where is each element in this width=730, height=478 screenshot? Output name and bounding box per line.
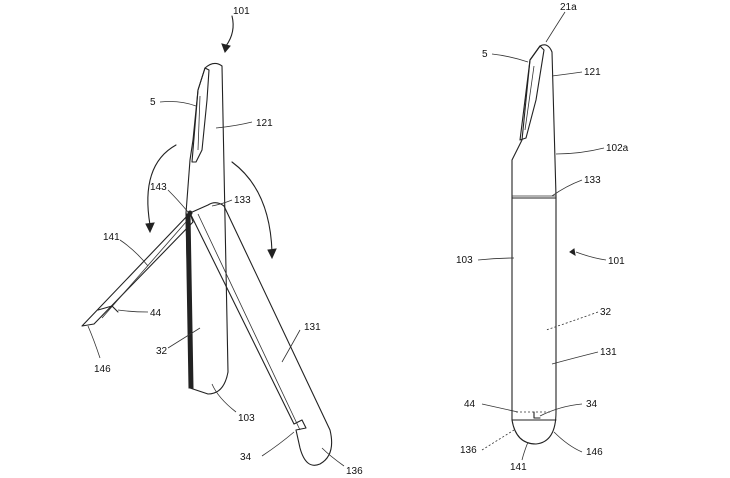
leader-r131 [551,351,599,365]
label-141: 141 [103,232,120,243]
leader-r103 [477,257,515,261]
left-kickstand-inner [101,221,187,319]
right-grip-strip-5 [519,45,545,141]
right-figure: 21a 5 121 102a 133 103 101 32 131 44 34 … [456,2,629,473]
left-arrow-kickstand [147,144,177,226]
leader-r141 [521,441,529,461]
leader-133 [211,199,233,207]
leader-146 [87,325,101,359]
label-r136: 136 [460,445,477,456]
leader-r101 [575,251,607,261]
leader-143 [167,189,189,213]
right-notch-34 [533,411,541,419]
label-r32: 32 [600,307,612,318]
label-r121: 121 [584,67,601,78]
leader-r5 [491,53,529,63]
leader-r44 [481,403,519,413]
label-143: 143 [150,182,167,193]
label-103: 103 [238,413,255,424]
leader-r21a [545,11,566,43]
leader-141 [119,239,149,267]
leader-r102a [555,147,605,155]
label-r101: 101 [608,256,625,267]
label-r21a: 21a [560,2,577,13]
left-grip-strip-5 [191,67,210,163]
left-body-edge [185,213,194,389]
label-121: 121 [256,118,273,129]
left-rear-leg-131 [189,202,333,466]
leader-44 [117,309,149,313]
label-5: 5 [150,97,156,108]
right-arrow-101-head [569,248,576,256]
label-32: 32 [156,346,168,357]
leader-34 [261,431,295,457]
label-r133: 133 [584,175,601,186]
left-arrow-kickstand-head [145,222,155,234]
label-r146: 146 [586,447,603,458]
left-rear-leg-inner [197,213,301,431]
leader-r146 [553,431,583,453]
leader-136 [321,447,345,467]
label-146: 146 [94,364,111,375]
right-grip-hatch [524,65,535,131]
right-body-outline [511,44,557,445]
left-arrow-leg [231,161,273,253]
label-r102a: 102a [606,143,629,154]
leader-r121 [551,71,583,77]
label-34: 34 [240,452,252,463]
leader-103 [211,383,237,413]
leader-121 [215,121,253,129]
label-44: 44 [150,308,162,319]
label-136: 136 [346,466,363,477]
label-r44: 44 [464,399,476,410]
label-r141: 141 [510,462,527,473]
label-131: 131 [304,322,321,333]
label-r34: 34 [586,399,598,410]
left-kickstand-141 [81,212,194,327]
leader-r32 [545,311,599,331]
leader-r133 [551,179,583,197]
label-r131: 131 [600,347,617,358]
left-notch-44 [97,305,119,313]
leader-r34 [539,403,583,417]
leader-32 [167,327,201,349]
label-133: 133 [234,195,251,206]
left-hinge-143 [187,210,193,216]
leader-5 [159,101,197,107]
left-arrow-101 [225,15,234,47]
leader-r136 [481,429,515,451]
leader-131 [281,329,301,363]
left-arrow-leg-head [267,248,277,260]
left-grip-hatch [197,95,201,151]
left-arrow-101-head [221,43,231,53]
label-r5: 5 [482,49,488,60]
left-figure: 101 5 121 143 133 141 44 146 32 131 103 … [81,6,363,477]
label-101: 101 [233,6,250,17]
label-r103: 103 [456,255,473,266]
